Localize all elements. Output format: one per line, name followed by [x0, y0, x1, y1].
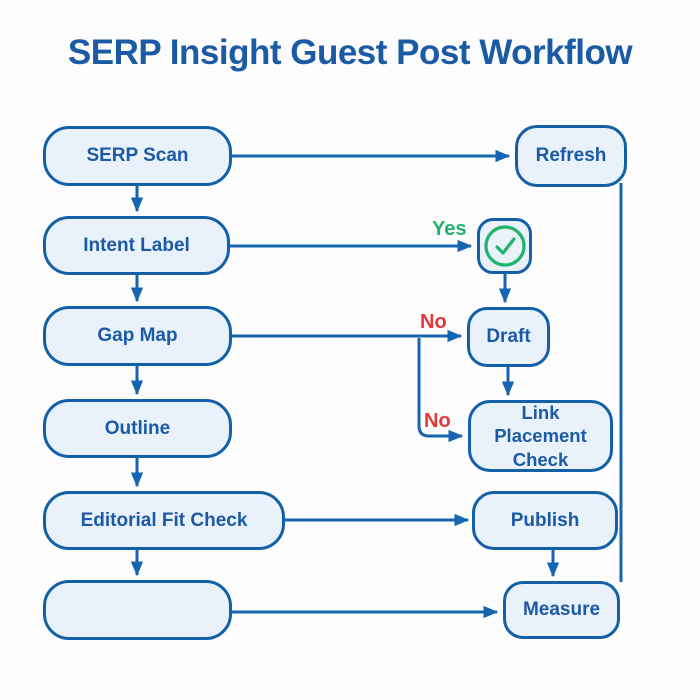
node-label: Refresh	[535, 145, 607, 167]
node-measure: Measure	[503, 581, 620, 639]
node-refresh: Refresh	[515, 125, 627, 187]
node-gap-map: Gap Map	[43, 306, 232, 366]
node-label: Link Placement Check	[494, 402, 587, 470]
node-label: Outline	[104, 417, 171, 439]
node-approval-check	[477, 218, 532, 274]
node-label: Gap Map	[97, 325, 178, 347]
node-editorial-fit-check: Editorial Fit Check	[43, 491, 285, 550]
node-label: Intent Label	[83, 234, 190, 256]
node-link-placement-check: Link Placement Check	[468, 400, 613, 472]
node-publish: Publish	[472, 491, 618, 550]
edge-label-no-to-link-check: No	[424, 410, 451, 432]
check-circle-icon	[483, 225, 526, 267]
node-intent-label: Intent Label	[43, 216, 230, 275]
page-title: SERP Insight Guest Post Workflow	[67, 33, 633, 72]
node-label: Publish	[510, 509, 580, 531]
node-label: Draft	[486, 326, 531, 348]
node-label: Editorial Fit Check	[80, 509, 248, 531]
node-label: Measure	[522, 599, 601, 621]
node-serp-scan: SERP Scan	[43, 126, 232, 186]
edge-no-branch-to-link-check	[417, 338, 464, 443]
node-unlabeled	[43, 580, 232, 640]
edge-label-no-to-draft: No	[420, 311, 447, 333]
node-label: SERP Scan	[86, 145, 189, 167]
node-draft: Draft	[467, 307, 550, 367]
edge-label-yes: Yes	[432, 218, 467, 240]
node-outline: Outline	[43, 399, 232, 458]
